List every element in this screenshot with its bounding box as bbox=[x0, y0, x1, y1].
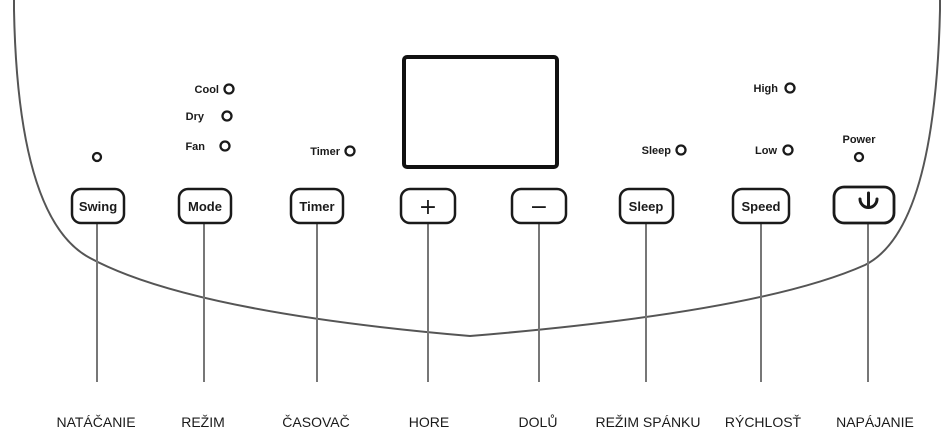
swing-led bbox=[91, 151, 103, 163]
caption-power: NAPÁJANIE bbox=[836, 414, 914, 430]
power-led bbox=[853, 151, 865, 163]
power-indicator-label: Power bbox=[842, 134, 876, 146]
swing-button-label: Swing bbox=[79, 199, 117, 214]
mode-button[interactable]: Mode bbox=[177, 187, 233, 225]
cool-led bbox=[223, 83, 235, 95]
display-screen bbox=[402, 55, 559, 169]
panel-outline bbox=[13, 0, 941, 338]
fan-led bbox=[219, 140, 231, 152]
power-button[interactable] bbox=[832, 185, 896, 225]
dry-led bbox=[221, 110, 233, 122]
dry-label: Dry bbox=[186, 111, 205, 123]
caption-swing: NATÁČANIE bbox=[56, 414, 135, 430]
cool-label: Cool bbox=[195, 84, 219, 96]
sleep-led bbox=[675, 144, 687, 156]
timer-button-label: Timer bbox=[299, 199, 334, 214]
mode-button-label: Mode bbox=[188, 199, 222, 214]
speed-button-label: Speed bbox=[741, 199, 780, 214]
plus-button-label: + bbox=[419, 195, 437, 220]
timer-indicator-label: Timer bbox=[310, 146, 340, 158]
minus-button-label: − bbox=[530, 195, 548, 220]
timer-led bbox=[344, 145, 356, 157]
timer-button[interactable]: Timer bbox=[289, 187, 345, 225]
caption-speed: RÝCHLOSŤ bbox=[725, 414, 802, 430]
low-led bbox=[782, 144, 794, 156]
caption-mode: REŽIM bbox=[181, 414, 225, 430]
high-label: High bbox=[754, 83, 779, 95]
caption-sleep: REŽIM SPÁNKU bbox=[595, 414, 700, 430]
sleep-indicator-label: Sleep bbox=[642, 145, 672, 157]
power-icon bbox=[858, 191, 879, 209]
minus-button[interactable]: − bbox=[510, 187, 568, 225]
sleep-button[interactable]: Sleep bbox=[618, 187, 675, 225]
caption-timer: ČASOVAČ bbox=[282, 414, 349, 430]
swing-button[interactable]: Swing bbox=[70, 187, 126, 225]
high-led bbox=[784, 82, 796, 94]
sleep-button-label: Sleep bbox=[629, 199, 664, 214]
fan-label: Fan bbox=[185, 141, 205, 153]
caption-minus: DOLŮ bbox=[519, 413, 558, 430]
low-label: Low bbox=[755, 145, 777, 157]
connector-lines bbox=[96, 222, 869, 382]
caption-plus: HORE bbox=[409, 414, 449, 430]
speed-button[interactable]: Speed bbox=[731, 187, 791, 225]
plus-button[interactable]: + bbox=[399, 187, 457, 225]
